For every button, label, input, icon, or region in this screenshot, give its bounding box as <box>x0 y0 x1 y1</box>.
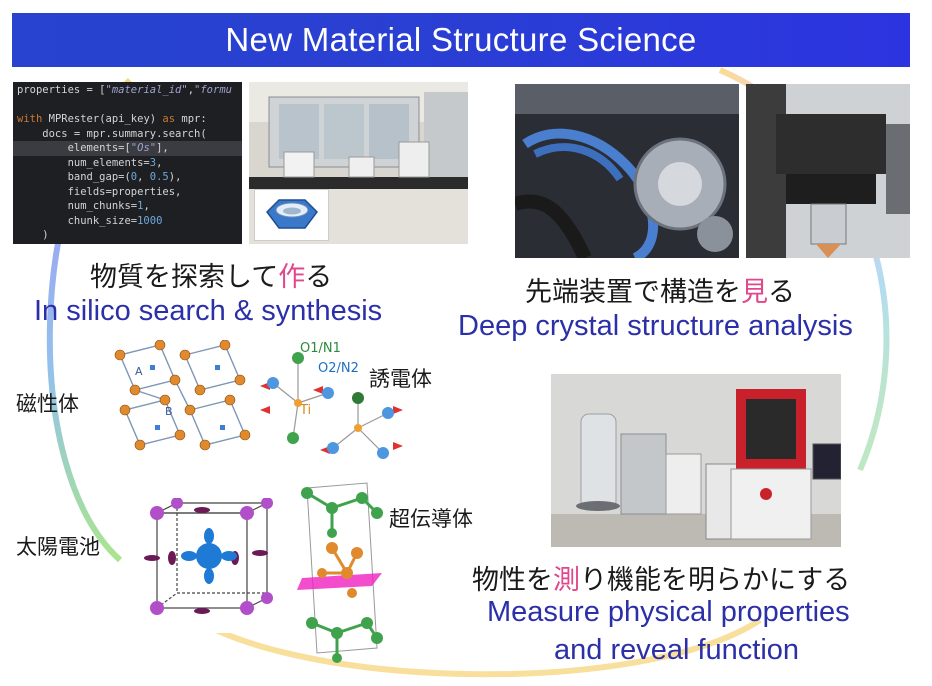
magnetic-structure-diagram: A B <box>114 340 251 451</box>
section-see-jp: 先端装置で構造を見る <box>525 277 795 308</box>
label-dielectric: 誘電体 <box>369 367 432 391</box>
beamline-photo <box>515 84 739 258</box>
solar-cell-structure-diagram <box>137 498 282 633</box>
section-measure-en-line1: Measure physical properties <box>487 596 850 628</box>
section-create-en: In silico search & synthesis <box>34 295 383 327</box>
superconductor-structure-diagram <box>297 482 383 663</box>
code-line: band_gap=(0, 0.5), <box>17 171 182 183</box>
code-line: elements=["Os"], <box>13 141 242 156</box>
label-magnetic: 磁性体 <box>16 392 79 416</box>
diffractometer-photo <box>746 84 910 258</box>
site-b-label: B <box>165 405 173 418</box>
lab-photo <box>249 82 468 244</box>
label-superconductor: 超伝導体 <box>389 507 473 531</box>
crucible-icon <box>254 189 329 241</box>
code-line: fields=properties, <box>17 185 182 198</box>
code-line: with MPRester(api_key) as mpr: <box>17 113 207 125</box>
code-line: properties = ["material_id","formu <box>17 84 232 96</box>
instrument-photo <box>551 374 841 547</box>
code-line: docs = mpr.summary.search( <box>17 127 207 140</box>
label-solar: 太陽電池 <box>16 535 100 559</box>
code-line: num_chunks=1, <box>17 200 150 212</box>
page-title: New Material Structure Science <box>12 13 910 67</box>
section-create-jp: 物質を探索して作る <box>90 262 333 293</box>
section-see-en: Deep crystal structure analysis <box>458 310 853 342</box>
o1n1-label: O1/N1 <box>300 341 341 356</box>
code-line: chunk_size=1000 <box>17 214 163 227</box>
section-measure-jp: 物性を測り機能を明らかにする <box>472 565 851 596</box>
code-line <box>13 98 242 113</box>
dielectric-structure-diagram: O1/N1 O2/N2 Ti <box>260 341 403 459</box>
o2n2-label: O2/N2 <box>318 361 359 376</box>
code-line: ) <box>17 229 49 241</box>
section-measure-en-line2: and reveal function <box>554 634 800 666</box>
code-line: num_elements=3, <box>17 156 163 169</box>
site-a-label: A <box>135 365 143 378</box>
ti-label: Ti <box>299 403 311 418</box>
